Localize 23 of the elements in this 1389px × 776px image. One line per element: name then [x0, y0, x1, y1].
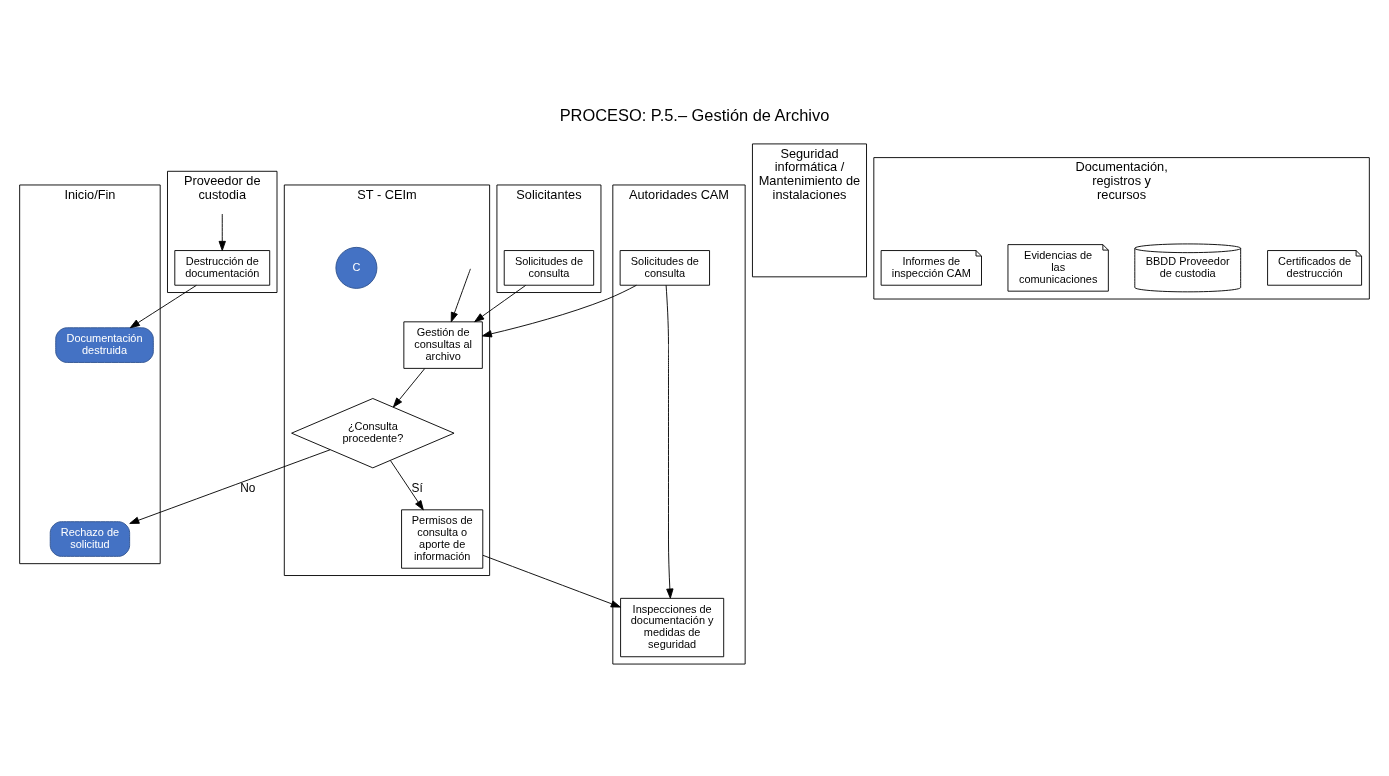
arrow [665, 284, 674, 599]
node-box: Documentación destruida [55, 327, 154, 363]
arrow [218, 213, 226, 251]
node-box: Inspecciones de documentación y medidas de seguridad [620, 597, 725, 658]
node-circle: C [335, 246, 378, 289]
arrow [392, 368, 426, 408]
diagram-title: PROCESO: P.5.– Gestión de Archivo [559, 106, 830, 125]
node-box: Rechazo de solicitud [49, 521, 131, 557]
arrow [450, 268, 471, 323]
arrow [474, 284, 527, 323]
node-box: Permisos de consulta o aporte de información [401, 509, 484, 569]
node-box: Seguridad informática / Mantenimiento de instalaciones [752, 143, 867, 278]
node-box: Gestión de consultas al archivo [403, 321, 483, 369]
arrow [129, 449, 331, 524]
edge-label: Sí [411, 480, 423, 495]
node-box: Solicitudes de consulta [619, 250, 710, 286]
node-box: Destrucción de documentación [174, 250, 271, 286]
arrow [482, 554, 621, 608]
node-box: Solicitudes de consulta [503, 250, 595, 286]
edge-label: No [240, 480, 256, 495]
arrow [481, 284, 637, 338]
arrow [390, 460, 424, 511]
arrow [129, 284, 197, 329]
